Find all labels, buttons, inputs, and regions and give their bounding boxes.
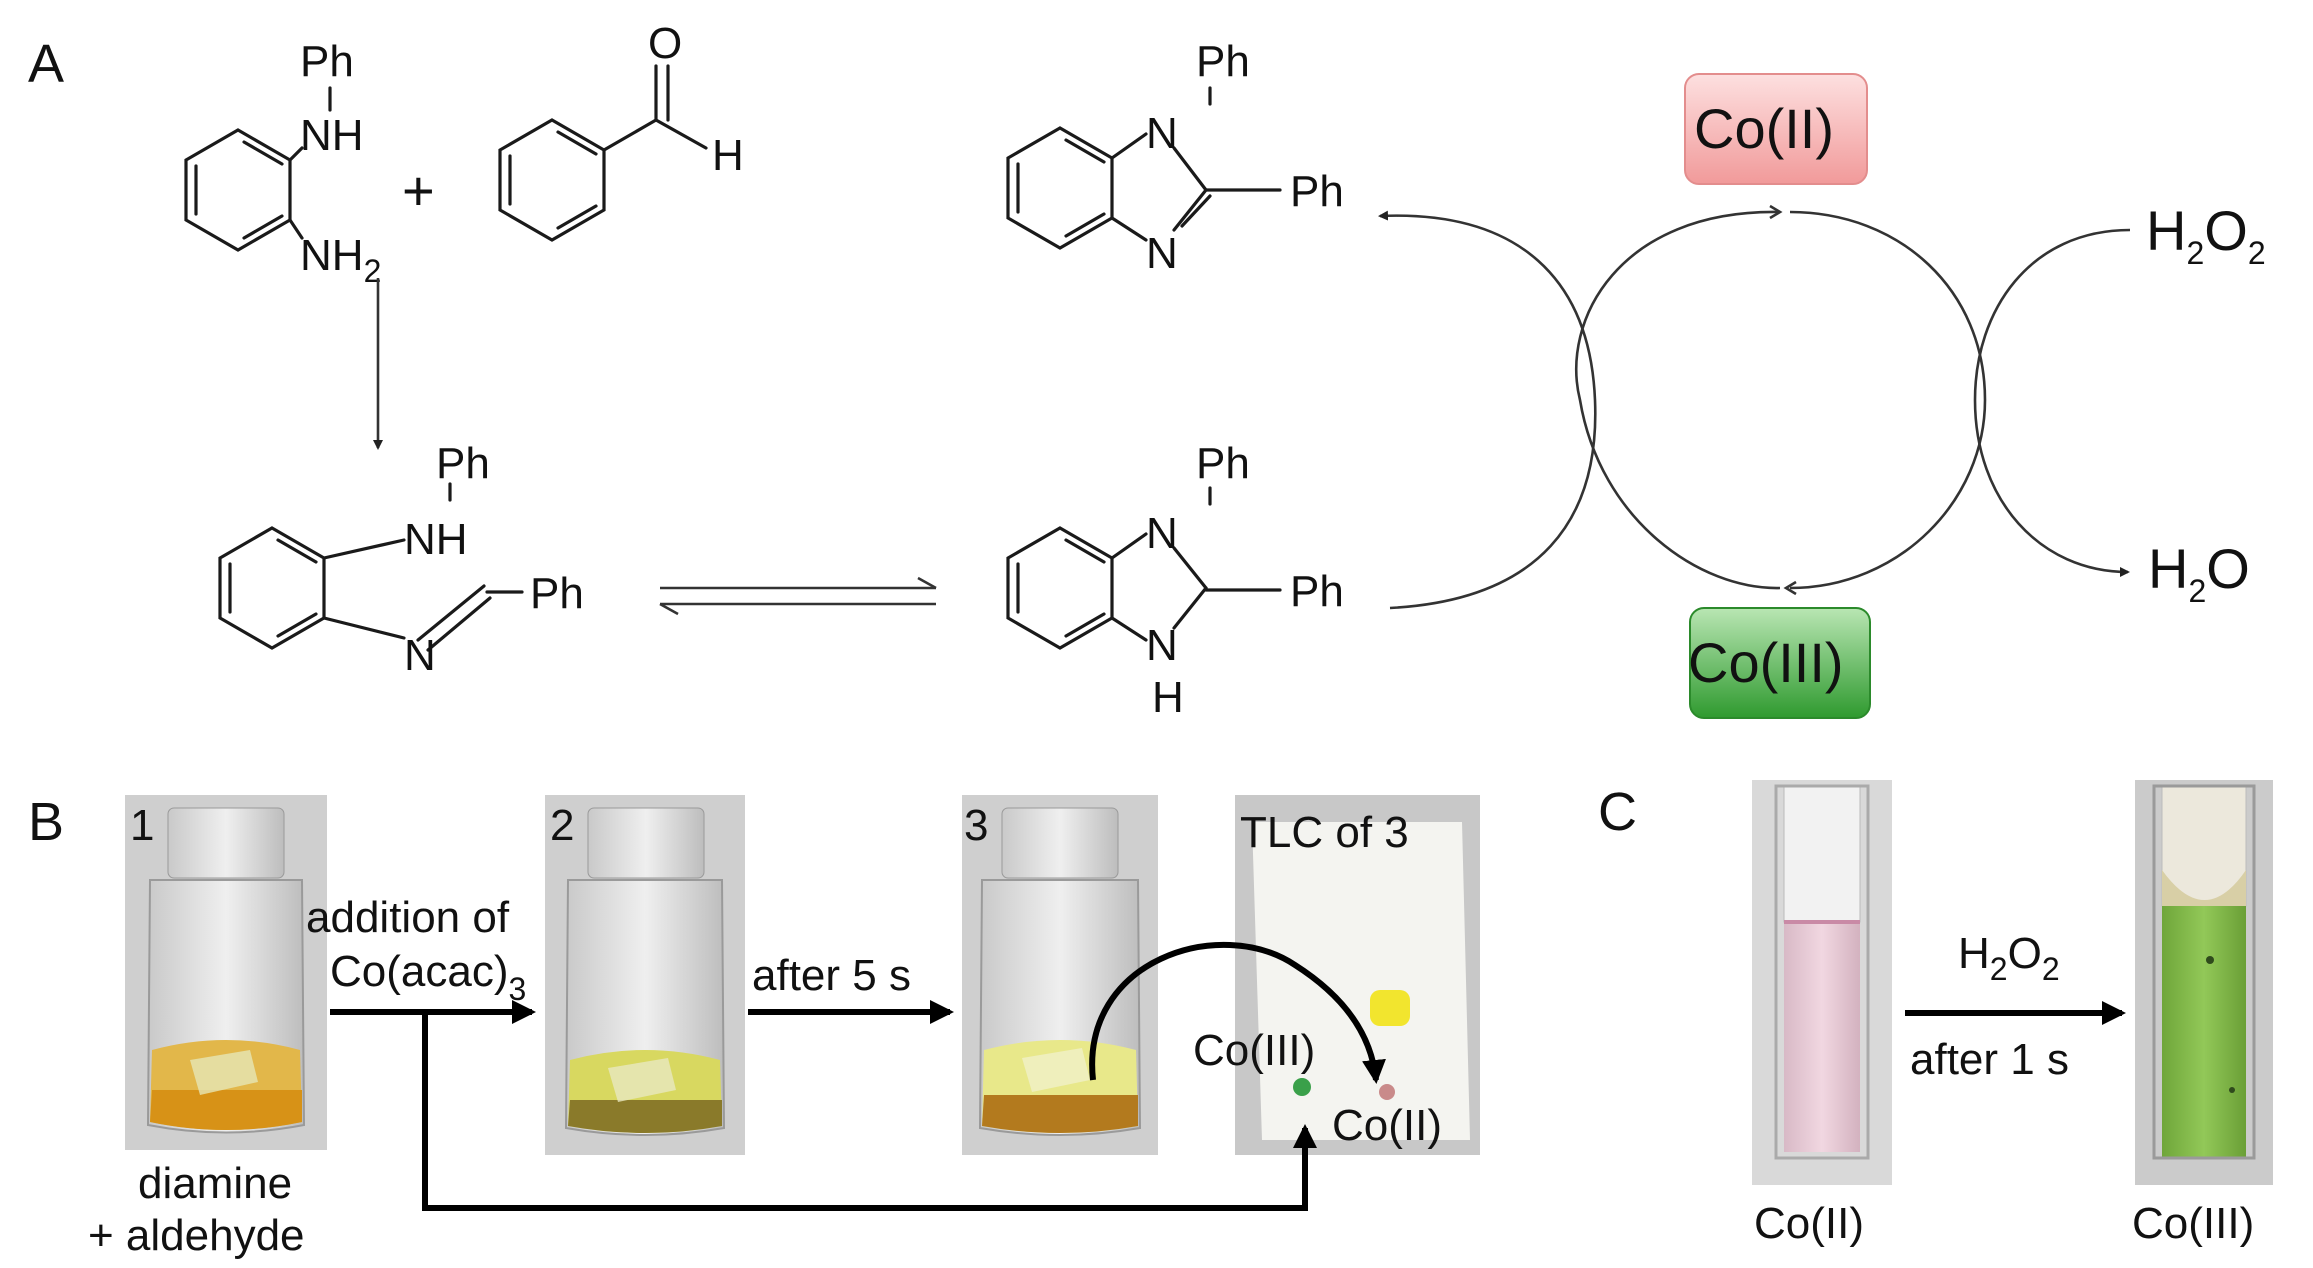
dihydro-ph-label: Ph [1196,439,1250,488]
diamine-nh-label: NH [300,111,364,160]
imine-chph-label: Ph [530,569,584,618]
vial1-caption-line1: diamine [138,1159,292,1208]
aldehyde-h-label: H [712,131,744,180]
vial-number-1: 1 [130,801,154,850]
reactant-diamine: NH Ph NH2 [184,37,381,289]
co-ii-badge: Co(II) [1684,73,1868,185]
equilibrium-arrows [659,576,937,616]
panel-c-reagent-label: H2O2 [1958,929,2060,987]
vial-number-2: 2 [550,801,574,850]
tlc-spot-label-co-iii: Co(III) [1193,1026,1315,1075]
product-n3-label: N [1146,229,1178,278]
aldehyde-o-label: O [648,19,682,68]
product-ph-label: Ph [1196,37,1250,86]
step1-label-line1: addition of [306,893,510,942]
catalytic-cycle [1378,204,2131,610]
co-iii-badge-label: Co(III) [1688,631,1844,694]
intermediate-imine: NH Ph N Ph [218,439,584,680]
panel-label-a: A [28,34,64,94]
dihydro-h-label: H [1152,673,1184,722]
product-ph2-label: Ph [1290,167,1344,216]
imine-nh-label: NH [404,515,468,564]
imine-ph-label: Ph [436,439,490,488]
co-ii-badge-label: Co(II) [1694,97,1834,160]
vial-number-3: 3 [964,801,988,850]
vial-photo-3: 3 [962,795,1158,1155]
cuvette-caption-co-ii: Co(II) [1754,1199,1864,1248]
vial-photo-1: 1 [125,795,327,1150]
dihydro-n-label: N [1146,509,1178,558]
reactant-benzaldehyde: O H [498,19,744,242]
cuvette-caption-co-iii: Co(III) [2132,1199,2254,1248]
cuvette-co-ii-photo [1752,780,1892,1185]
panel-b-arrows [330,941,1386,1211]
panel-label-b: B [28,792,64,852]
vial-photo-2: 2 [545,795,745,1155]
diamine-ph-label: Ph [300,37,354,86]
h2o-label: H2O [2148,537,2250,609]
product-n1-label: N [1146,109,1178,158]
h2o2-label: H2O2 [2146,199,2266,271]
plus-sign: + [402,159,435,222]
panel-label-c: C [1598,782,1637,842]
diamine-nh2-label: NH2 [300,231,381,289]
product-benzimidazole: N Ph Ph N [1006,37,1344,278]
tlc-title: TLC of 3 [1240,808,1409,857]
imine-n-label: N [404,631,436,680]
cuvette-co-iii-photo [2135,780,2273,1185]
tlc-plate-photo: TLC of 3 Co(III) Co(II) [1193,795,1480,1155]
co-iii-badge: Co(III) [1688,607,1871,719]
panel-c-time-label: after 1 s [1910,1035,2069,1084]
dihydro-nh-label: N [1146,621,1178,670]
step2-label: after 5 s [752,951,911,1000]
vial1-caption-line2: + aldehyde [88,1211,305,1260]
step1-label-line2: Co(acac)3 [330,947,526,1007]
dihydro-benzimidazole: N Ph Ph N H [1006,439,1344,722]
tlc-spot-label-co-ii: Co(II) [1332,1101,1442,1150]
dihydro-ph2-label: Ph [1290,567,1344,616]
